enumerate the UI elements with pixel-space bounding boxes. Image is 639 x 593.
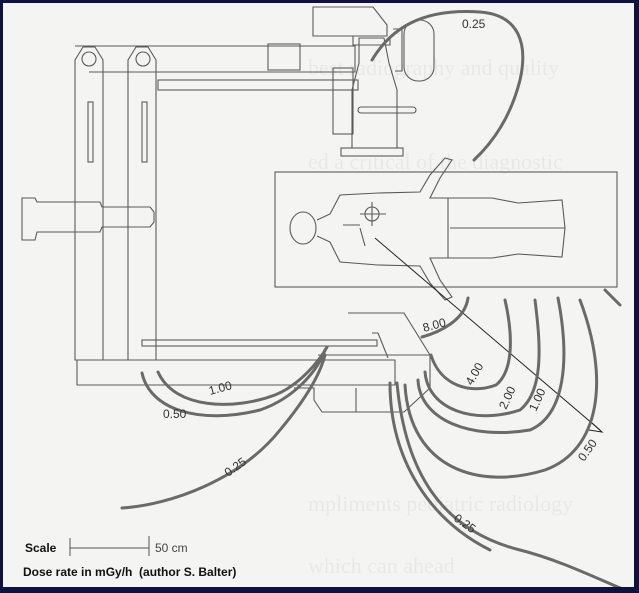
label-100: 1.00	[526, 386, 549, 413]
isodose-200	[423, 298, 541, 418]
isodose-tick	[603, 288, 622, 307]
x-ray-tube-bottom	[294, 312, 431, 413]
scale-label: Scale	[25, 541, 57, 555]
isodose-025-bottom	[395, 381, 622, 587]
label-025-top: 0.25	[462, 17, 486, 31]
isodose-050	[403, 298, 598, 479]
central-ray-arrow	[374, 237, 604, 433]
scale-bar	[69, 536, 150, 556]
label-100-left: 1.00	[207, 378, 233, 398]
patient-figure	[289, 157, 566, 301]
isodose-025-left	[120, 353, 327, 510]
isodose-800	[420, 296, 470, 339]
label-050-left: 0.50	[163, 407, 187, 421]
label-800: 8.00	[421, 315, 447, 335]
scale-value: 50 cm	[155, 541, 188, 555]
label-050: 0.50	[575, 436, 600, 463]
isodose-400	[429, 298, 512, 391]
label-200: 2.00	[496, 384, 519, 411]
bleed-text: ed a critical of the diagnostic	[308, 149, 563, 175]
arm-base-connector	[21, 197, 155, 241]
caption: Dose rate in mGy/h (author S. Balter)	[23, 565, 237, 579]
isodose-025-top	[370, 10, 525, 162]
c-arm-isodose-diagram: 0.25 8.00 4.00 2.00 1.00 0.50 0.25 1.00 …	[21, 6, 622, 587]
image-intensifier-top	[312, 6, 435, 157]
isodose-100-left	[156, 345, 329, 406]
isodose-025-bottom-inner	[388, 381, 492, 552]
c-arm-gantry	[74, 43, 396, 386]
label-400: 4.00	[462, 360, 486, 388]
patient-table	[274, 171, 618, 288]
bleed-text: which can ahead	[308, 553, 455, 579]
isodose-100	[416, 296, 566, 435]
isodose-050-left	[140, 348, 327, 418]
diagram-frame: best radiography and quality ed a critic…	[3, 3, 634, 587]
